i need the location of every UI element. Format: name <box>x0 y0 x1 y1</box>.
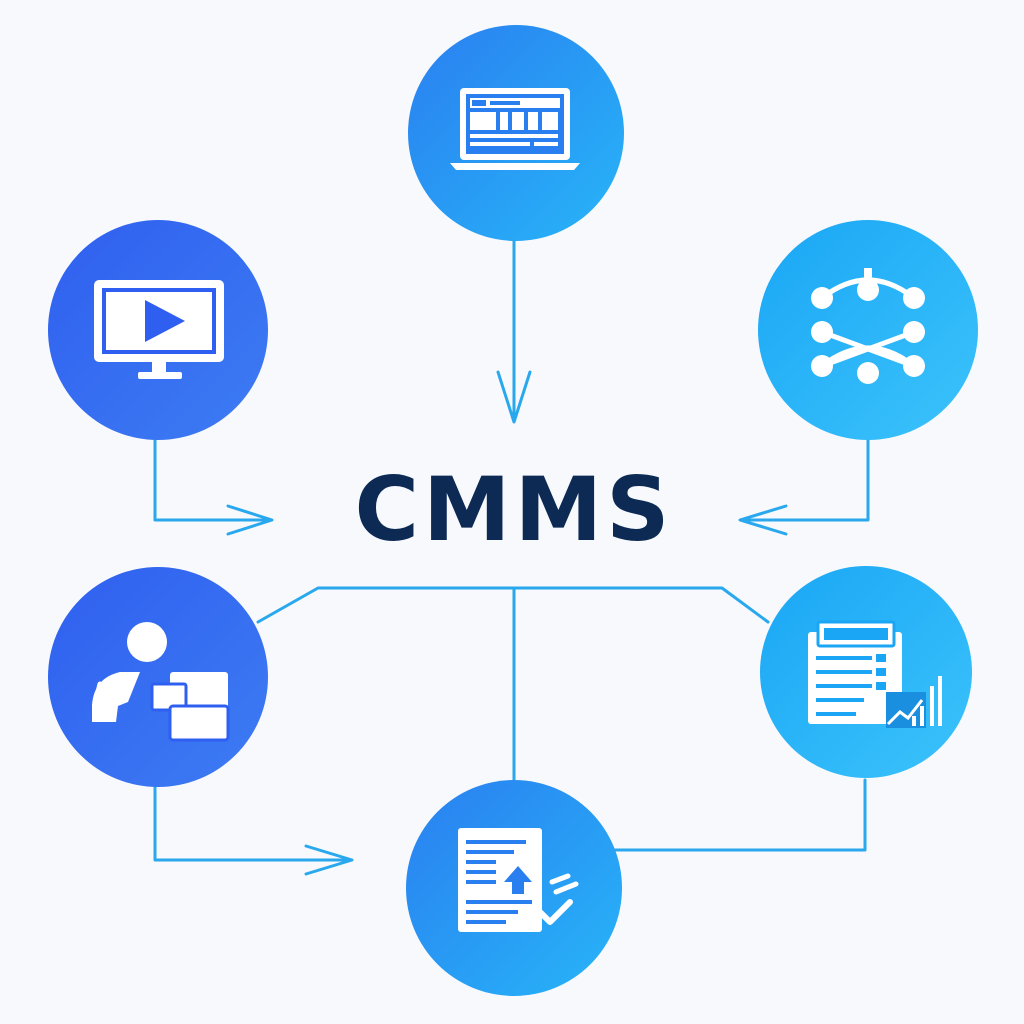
node-top <box>408 25 624 241</box>
connector-upper-right <box>740 438 870 522</box>
laptop-dashboard-icon <box>450 88 580 170</box>
node-lower-right <box>760 566 972 778</box>
monitor-play-icon <box>94 280 224 379</box>
connector-branch <box>256 586 770 624</box>
arrowhead-lower-left <box>304 844 354 876</box>
connector-lower-left <box>153 783 352 862</box>
document-checklist-icon <box>458 828 579 932</box>
network-workflow-icon <box>811 268 925 384</box>
connectors <box>153 238 870 876</box>
arrowhead-upper-right <box>738 504 788 536</box>
connector-upper-left <box>153 438 272 522</box>
arrowhead-top <box>496 370 532 424</box>
user-documents-icon <box>92 622 230 742</box>
connector-lower-right <box>610 778 867 852</box>
node-lower-left <box>48 567 268 787</box>
node-upper-left <box>48 220 268 440</box>
center-title: CMMS <box>354 458 673 561</box>
node-bottom <box>406 780 622 996</box>
report-chart-icon <box>808 620 942 728</box>
node-upper-right <box>758 220 978 440</box>
arrowhead-upper-left <box>226 504 274 536</box>
